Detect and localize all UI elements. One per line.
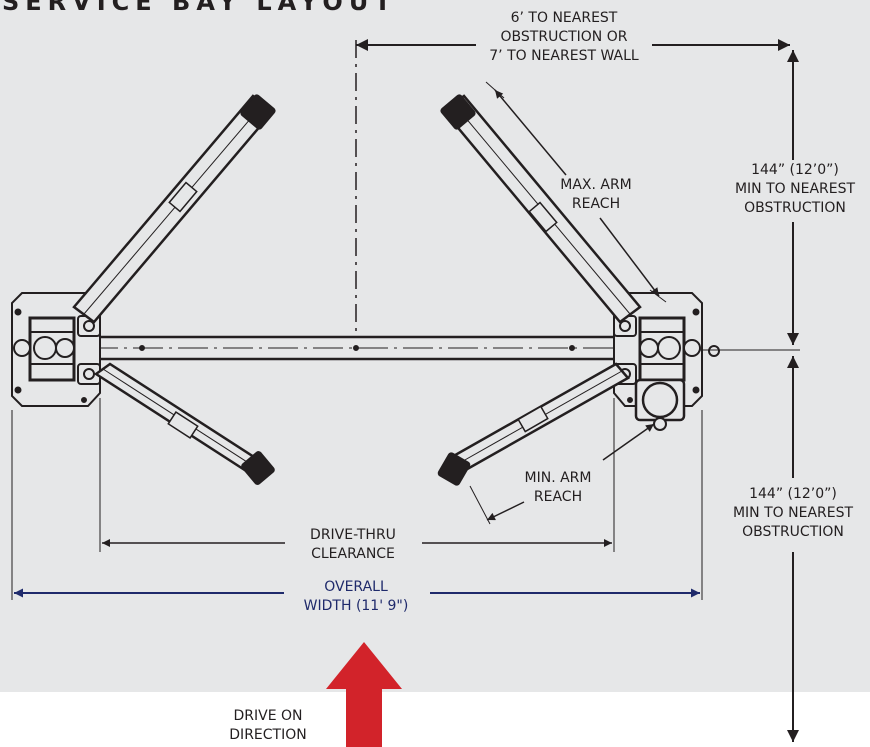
max-arm-reach-dimension (485, 81, 667, 303)
right-vertical-dimension (700, 50, 800, 742)
overall-width-label: OVERALL WIDTH (11' 9") (303, 579, 409, 614)
rear-clearance-label: 144” (12’0”) MIN TO NEAREST OBSTRUCTION (734, 162, 856, 216)
drive-thru-label: DRIVE-THRU CLEARANCE (310, 527, 396, 562)
left-rear-arm (72, 94, 276, 324)
top-clearance-label: 6’ TO NEAREST OBSTRUCTION OR 7’ TO NEARE… (489, 10, 639, 64)
min-arm-reach-label: MIN. ARM REACH (524, 470, 592, 505)
crossbeam (86, 335, 628, 361)
page-title: SERVICE BAY LAYOUT (2, 0, 397, 16)
max-arm-reach-label: MAX. ARM REACH (560, 177, 632, 212)
drive-on-direction-label: DRIVE ON DIRECTION (229, 708, 307, 743)
right-front-arm (437, 362, 630, 486)
left-front-arm (93, 362, 275, 485)
min-arm-reach-dimension (469, 423, 655, 525)
right-rear-arm (440, 94, 642, 324)
front-clearance-label: 144” (12’0”) MIN TO NEAREST OBSTRUCTION (732, 486, 854, 540)
drive-thru-dimension (99, 398, 615, 552)
up-arrow-icon (326, 642, 402, 747)
overall-width-dimension (11, 410, 703, 600)
power-unit (634, 378, 686, 431)
